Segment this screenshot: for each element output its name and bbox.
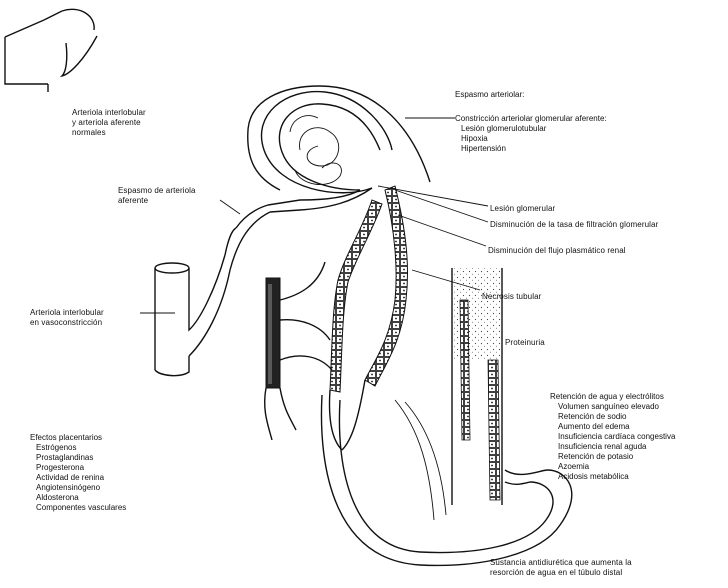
label-antidiuretic-substance: Sustancia antidiurética que aumenta la r… [490,558,632,578]
vasoconstricted-arteriole-drawing [155,205,270,376]
water-retention-item: Acidosis metabólica [550,472,675,482]
water-retention-item: Insuficiencia renal aguda [550,442,675,452]
arteriolar-spasm-item: Hipertensión [455,144,607,154]
label-normal-arteriole: Arteriola interlobular y arteriola afere… [72,108,146,138]
water-retention-item: Volumen sanguíneo elevado [550,402,675,412]
label-gfr-decrease: Disminución de la tasa de filtración glo… [490,220,658,230]
label-tubular-necrosis: Necrosis tubular [482,292,541,302]
label-renal-flow-decrease: Disminución del flujo plasmático renal [488,246,626,256]
placental-effects-title: Efectos placentarios [30,433,126,443]
placental-effects-item: Componentes vasculares [30,503,126,513]
water-retention-item: Insuficiencia cardíaca congestiva [550,432,675,442]
label-vasoconstricted-arteriole: Arteriola interlobular en vasoconstricci… [30,308,104,328]
water-retention-item: Aumento del edema [550,422,675,432]
placental-effects-item: Aldosterona [30,493,126,503]
loop-of-henle-drawing [321,395,571,565]
placental-effects-item: Estrógenos [30,443,126,453]
water-retention-item: Azoemia [550,462,675,472]
arteriolar-spasm-item: Lesión glomerulotubular [455,124,607,134]
arteriolar-spasm-block: Espasmo arteriolar: Constricción arterio… [455,90,607,154]
label-afferent-spasm: Espasmo de arteriola aferente [118,186,196,206]
placental-effects-item: Progesterona [30,463,126,473]
label-proteinuria: Proteinuria [505,338,545,348]
arteriolar-spasm-item: Hipoxia [455,134,607,144]
placental-effects-item: Actividad de renina [30,473,126,483]
placental-effects-item: Angiotensinógeno [30,483,126,493]
water-retention-item: Retención de potasio [550,452,675,462]
water-retention-block: Retención de agua y electrólitos Volumen… [550,392,675,482]
normal-arteriole-drawing [5,9,97,92]
label-glomerular-lesion: Lesión glomerular [490,204,555,214]
placental-effects-item: Prostaglandinas [30,453,126,463]
water-retention-item: Retención de sodio [550,412,675,422]
water-retention-title: Retención de agua y electrólitos [550,392,675,402]
arteriolar-spasm-title: Espasmo arteriolar: [455,90,607,100]
arteriolar-spasm-heading: Constricción arteriolar glomerular afere… [455,114,607,124]
placental-effects-block: Efectos placentarios Estrógenos Prostagl… [30,433,126,513]
collecting-tubule-drawing [452,268,502,505]
